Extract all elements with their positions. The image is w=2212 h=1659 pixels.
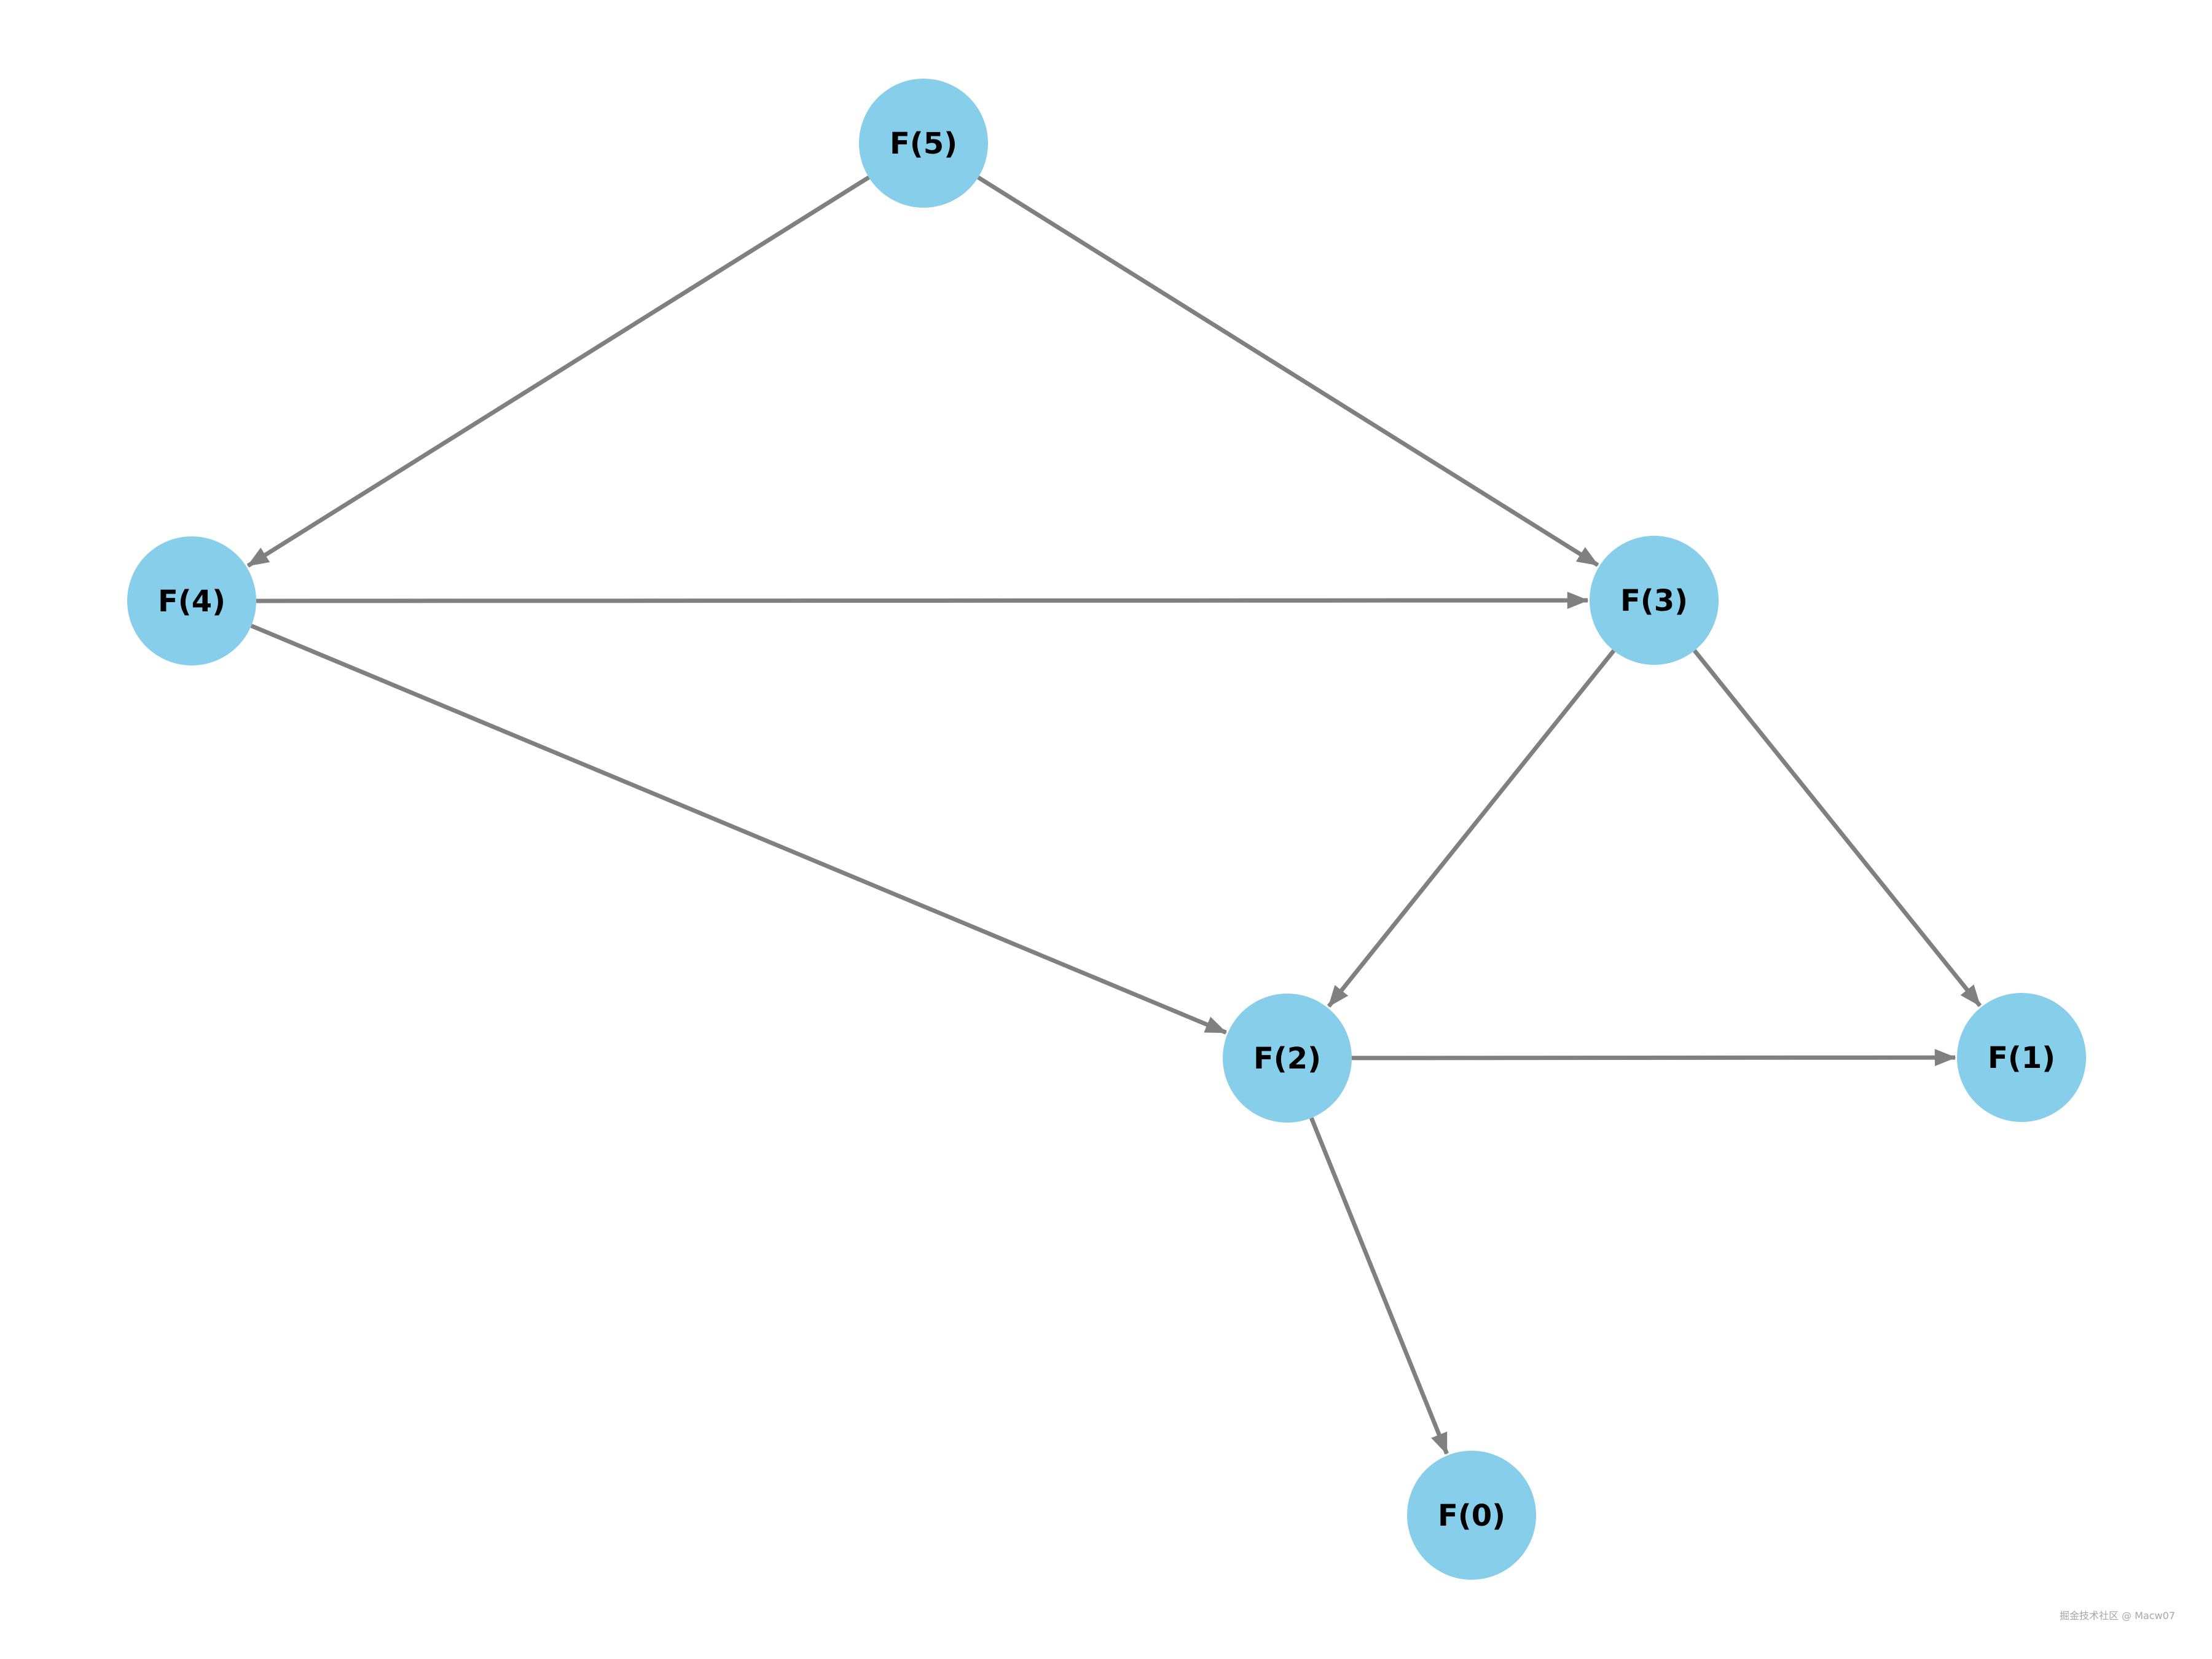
- node-circle-F4: [127, 536, 256, 665]
- node-circle-F0: [1407, 1451, 1536, 1580]
- edge-F2-F0: [1309, 1117, 1449, 1455]
- edge-F4-F2: [250, 624, 1227, 1035]
- edge-F3-F2: [1327, 649, 1616, 1008]
- node-F5: F(5): [859, 79, 988, 208]
- edge-F5-F4: [246, 175, 870, 568]
- watermark-text: 掘金技术社区 @ Macw07: [2060, 1610, 2175, 1622]
- watermark-shadow-text: 掘金技术社区 @ Macw07: [1974, 1604, 2176, 1625]
- node-F2: F(2): [1223, 994, 1352, 1123]
- node-F1: F(1): [1957, 993, 2086, 1122]
- edge-F2-F1: [1351, 1049, 1956, 1067]
- edge-F3-F1: [1693, 649, 1982, 1008]
- node-F4: F(4): [127, 536, 256, 665]
- node-circle-F1: [1957, 993, 2086, 1122]
- node-F3: F(3): [1590, 536, 1719, 665]
- nodes-layer: F(5) F(4) F(3) F(2) F(1) F(0): [127, 79, 2086, 1580]
- edges-layer: [246, 175, 1982, 1455]
- edge-F5-F3: [977, 175, 1599, 567]
- node-circle-F5: [859, 79, 988, 208]
- node-circle-F2: [1223, 994, 1352, 1123]
- node-circle-F3: [1590, 536, 1719, 665]
- edge-F4-F3: [256, 592, 1589, 610]
- node-F0: F(0): [1407, 1451, 1536, 1580]
